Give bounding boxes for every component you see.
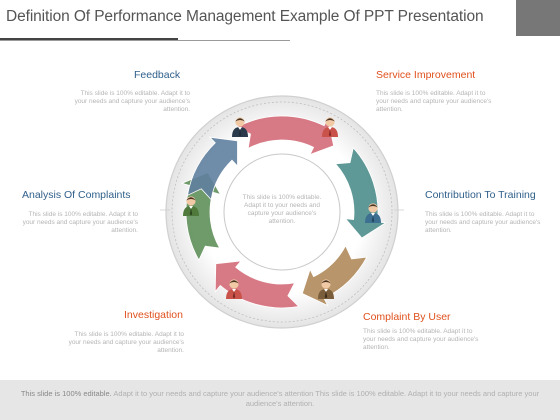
slide-title: Definition Of Performance Management Exa… <box>6 8 484 25</box>
label-investigation: Investigation <box>124 309 183 321</box>
person-icon <box>322 117 338 137</box>
label-feedback: Feedback <box>134 69 181 81</box>
arrow-top <box>236 115 335 156</box>
desc-investigation: This slide is 100% editable. Adapt it to… <box>68 331 184 354</box>
desc-service-improvement: This slide is 100% editable. Adapt it to… <box>376 90 492 113</box>
desc-complaint-by-user: This slide is 100% editable. Adapt it to… <box>363 328 479 351</box>
footer-text: This slide is 100% editable. Adapt it to… <box>4 389 556 409</box>
label-contribution-to-training: Contribution To Training <box>425 189 536 201</box>
desc-contribution-to-training: This slide is 100% editable. Adapt it to… <box>425 211 541 234</box>
label-service-improvement: Service Improvement <box>376 69 476 81</box>
corner-block <box>516 0 560 36</box>
center-description: This slide is 100% editable. Adapt it to… <box>242 194 322 225</box>
desc-feedback: This slide is 100% editable. Adapt it to… <box>74 90 190 113</box>
title-underline-light <box>0 40 290 41</box>
arrow-left-upper <box>186 136 238 201</box>
person-icon <box>318 279 334 299</box>
label-analysis-of-complaints: Analysis Of Complaints <box>22 189 131 201</box>
arrow-right-lower <box>301 244 368 307</box>
footer-bar: This slide is 100% editable. Adapt it to… <box>0 380 560 420</box>
person-icon <box>365 203 381 223</box>
inner-circle <box>223 153 341 271</box>
label-complaint-by-user: Complaint By User <box>363 311 451 323</box>
footer-rest: Adapt it to your needs and capture your … <box>111 389 540 408</box>
person-icon <box>226 279 242 299</box>
title-underline <box>0 38 178 40</box>
person-icon <box>232 117 248 137</box>
desc-analysis-of-complaints: This slide is 100% editable. Adapt it to… <box>22 211 138 234</box>
ring-dashed-edge <box>171 101 393 323</box>
footer-lead: This slide is 100% editable. <box>20 389 112 398</box>
person-icon <box>183 196 199 216</box>
